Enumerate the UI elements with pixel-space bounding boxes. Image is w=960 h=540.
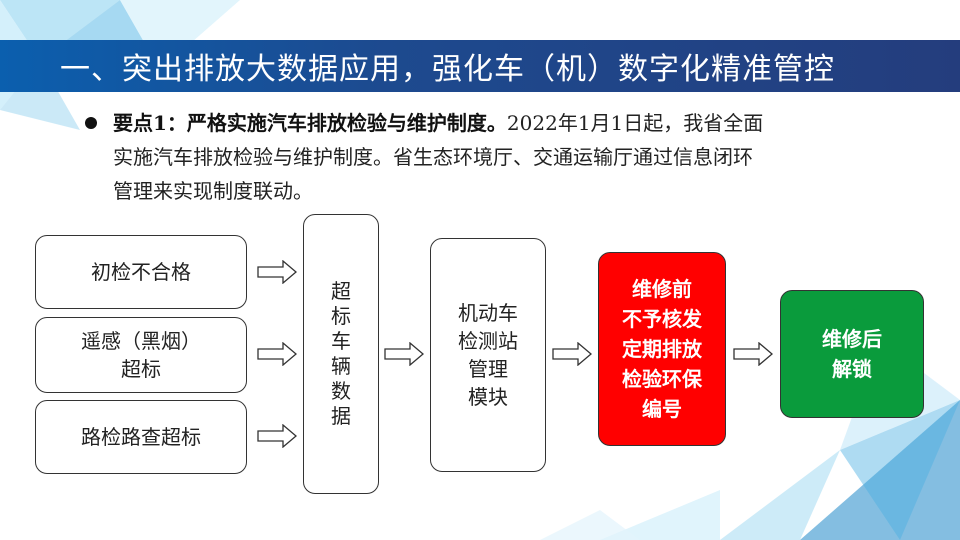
key-point-text-2: 实施汽车排放检验与维护制度。省生态环境厅、交通运输厅通过信息闭环 [113,145,753,169]
module-label-line4: 模块 [468,385,508,409]
red-box-line: 不予核发 [622,307,702,331]
input-box-label-line1: 遥感（黑烟） [81,329,201,353]
red-box-line: 维修前 [632,277,692,301]
key-point-text-3: 管理来实现制度联动。 [113,179,313,203]
arrow-right-icon [257,424,297,448]
module-label-line1: 机动车 [458,301,518,325]
hub-char: 据 [331,404,351,428]
green-label-line2: 解锁 [832,357,872,381]
hub-box-over-limit-vehicle-data: 超标车辆数据 [303,214,379,494]
hub-char: 数 [331,379,351,403]
hub-char: 车 [331,329,351,353]
page-title: 一、突出排放大数据应用，强化车（机）数字化精准管控 [60,52,835,87]
hub-char: 辆 [331,354,351,378]
hub-char: 标 [331,304,351,328]
input-box-label: 路检路查超标 [81,425,201,449]
red-box-no-certificate-before-repair: 维修前不予核发定期排放检验环保编号 [598,252,726,446]
arrow-right-icon [733,342,773,366]
key-point-paragraph: 要点1：严格实施汽车排放检验与维护制度。2022年1月1日起，我省全面 实施汽车… [113,106,893,208]
module-label-line2: 检测站 [458,329,518,353]
module-label-line3: 管理 [468,357,508,381]
input-box-remote-sensing: 遥感（黑烟） 超标 [35,317,247,393]
red-box-line: 编号 [642,397,682,421]
title-bar [0,40,960,92]
bullet-dot [85,117,97,129]
module-box-testing-station: 机动车 检测站 管理 模块 [430,238,546,472]
key-point-text-1: 2022年1月1日起，我省全面 [506,111,764,135]
hub-char: 超 [331,279,351,303]
input-box-label-line2: 超标 [121,357,161,381]
red-box-line: 定期排放 [622,337,702,361]
input-box-road-inspection: 路检路查超标 [35,400,247,474]
key-point-heading: 要点1：严格实施汽车排放检验与维护制度。 [113,111,507,135]
arrow-right-icon [257,342,297,366]
green-box-unlock-after-repair: 维修后 解锁 [780,290,924,418]
input-box-label: 初检不合格 [91,260,191,284]
arrow-right-icon [552,342,592,366]
arrow-right-icon [384,342,424,366]
arrow-right-icon [257,260,297,284]
red-box-line: 检验环保 [622,367,702,391]
green-label-line1: 维修后 [822,327,882,351]
input-box-initial-failed: 初检不合格 [35,235,247,309]
